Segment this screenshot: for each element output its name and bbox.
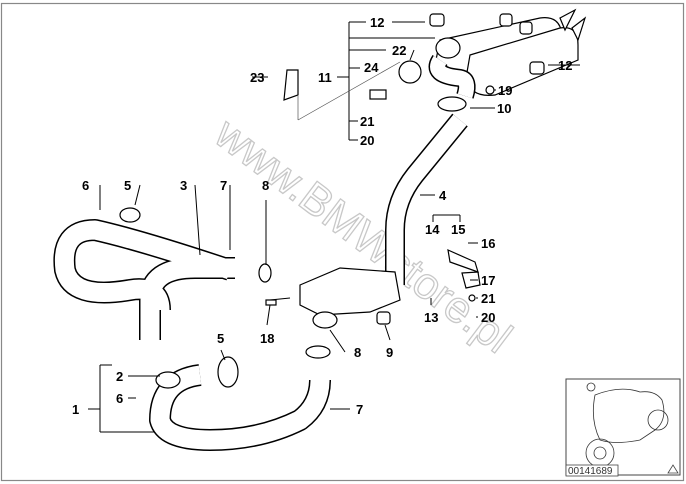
callout-15[interactable]: 15 (451, 222, 465, 237)
callout-16[interactable]: 16 (481, 236, 495, 251)
callout-7[interactable]: 7 (356, 402, 363, 417)
callout-10[interactable]: 10 (497, 101, 511, 116)
callout-21[interactable]: 21 (360, 114, 374, 129)
callout-7[interactable]: 7 (220, 178, 227, 193)
callout-5[interactable]: 5 (124, 178, 131, 193)
leader-lines (88, 21, 580, 433)
callout-20[interactable]: 20 (360, 133, 374, 148)
callout-11[interactable]: 11 (318, 70, 332, 85)
callout-23[interactable]: 23 (250, 70, 264, 85)
callout-12[interactable]: 12 (558, 58, 572, 73)
triangle-icon (667, 464, 679, 474)
callout-20[interactable]: 20 (481, 310, 495, 325)
callout-1[interactable]: 1 (72, 402, 79, 417)
callout-17[interactable]: 17 (481, 273, 495, 288)
callout-6[interactable]: 6 (116, 391, 123, 406)
silencer (428, 8, 587, 112)
callout-12[interactable]: 12 (370, 15, 384, 30)
callout-2[interactable]: 2 (116, 369, 123, 384)
callout-5[interactable]: 5 (217, 331, 224, 346)
catalytic-converter (299, 267, 401, 316)
callouts: 12 12 22 24 23 11 19 10 21 20 6 5 3 7 8 … (72, 15, 572, 417)
callout-8[interactable]: 8 (262, 178, 269, 193)
callout-22[interactable]: 22 (392, 43, 406, 58)
callout-19[interactable]: 19 (498, 83, 512, 98)
callout-14[interactable]: 14 (425, 222, 440, 237)
callout-18[interactable]: 18 (260, 331, 274, 346)
diagram-code: 00141689 (568, 466, 613, 477)
callout-4[interactable]: 4 (439, 188, 447, 203)
callout-8[interactable]: 8 (354, 345, 361, 360)
callout-13[interactable]: 13 (424, 310, 438, 325)
callout-6[interactable]: 6 (82, 178, 89, 193)
callout-24[interactable]: 24 (364, 60, 379, 75)
motorcycle-thumbnail: 00141689 (565, 378, 681, 477)
callout-3[interactable]: 3 (180, 178, 187, 193)
callout-21[interactable]: 21 (481, 291, 495, 306)
callout-9[interactable]: 9 (386, 345, 393, 360)
